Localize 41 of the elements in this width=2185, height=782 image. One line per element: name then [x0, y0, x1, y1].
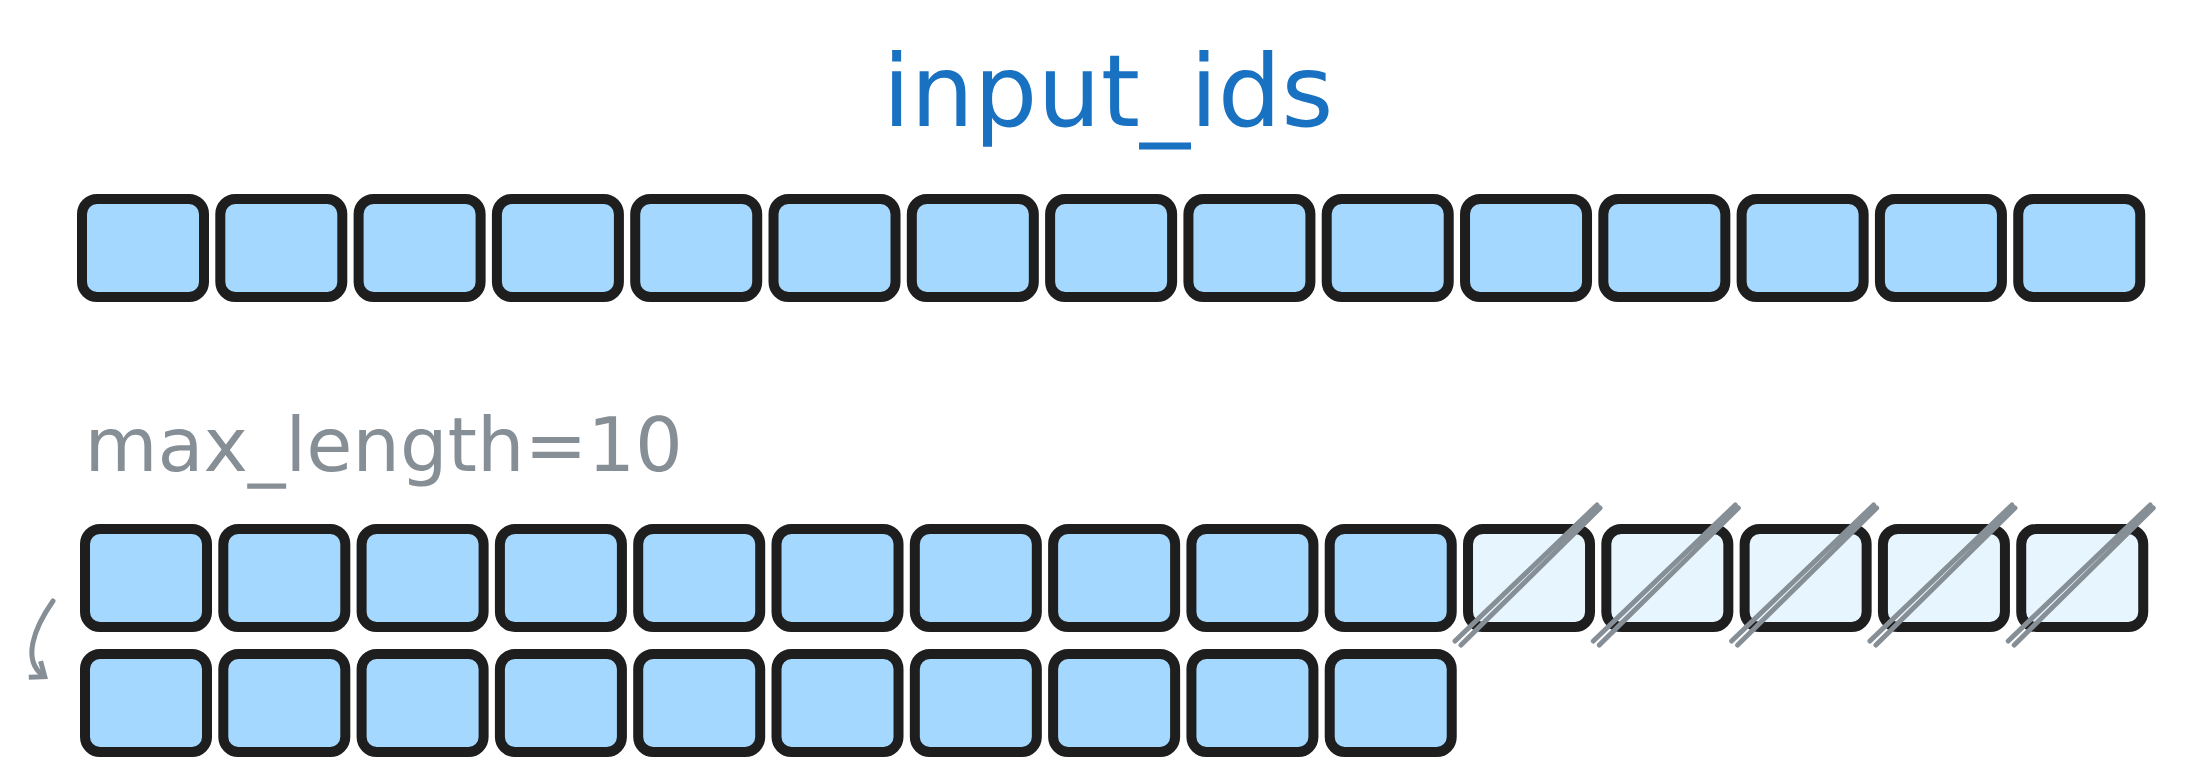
- token-box: [1324, 524, 1457, 632]
- token-box: [353, 194, 486, 302]
- token-box: [909, 649, 1042, 757]
- token-box: [906, 194, 1039, 302]
- faded-box: [1601, 524, 1734, 632]
- token-box: [1048, 524, 1181, 632]
- parameter-label: max_length=10: [91, 414, 678, 489]
- token-box: [1183, 194, 1316, 302]
- token-box: [1321, 194, 1454, 302]
- faded-box: [1463, 524, 1596, 632]
- token-box: [768, 194, 901, 302]
- token-box: [630, 194, 763, 302]
- token-box: [491, 194, 624, 302]
- token-box: [215, 194, 348, 302]
- token-box: [356, 524, 489, 632]
- token-box: [1598, 194, 1731, 302]
- token-box: [1736, 194, 1869, 302]
- token-box: [356, 649, 489, 757]
- token-box: [1324, 649, 1457, 757]
- token-box: [80, 649, 212, 757]
- token-box: [633, 524, 766, 632]
- token-box: [218, 524, 351, 632]
- token-box: [494, 524, 627, 632]
- token-box: [77, 194, 209, 302]
- token-box: [633, 649, 766, 757]
- token-box: [771, 524, 904, 632]
- token-box: [1186, 524, 1319, 632]
- faded-box: [1739, 524, 1872, 632]
- token-box: [494, 649, 627, 757]
- faded-box: [1877, 524, 2010, 632]
- token-box: [771, 649, 904, 757]
- token-box: [218, 649, 351, 757]
- token-box: [1048, 649, 1181, 757]
- token-box: [909, 524, 1042, 632]
- token-box: [1045, 194, 1178, 302]
- token-box: [1186, 649, 1319, 757]
- token-box: [1874, 194, 2007, 302]
- token-box: [2013, 194, 2146, 302]
- token-box: [80, 524, 212, 632]
- title: input_ids: [892, 50, 1329, 150]
- token-box: [1460, 194, 1593, 302]
